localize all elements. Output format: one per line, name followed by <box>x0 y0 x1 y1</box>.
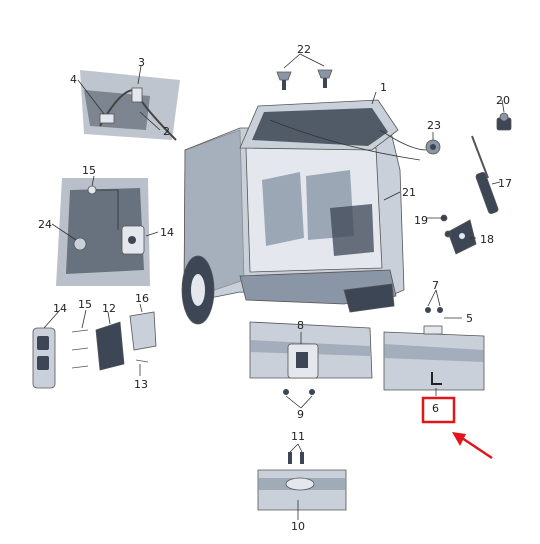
callout-14-striker: 14 <box>53 302 67 315</box>
panel-handle-10 <box>257 452 347 511</box>
highlight-box <box>421 396 456 424</box>
car-body <box>181 127 405 325</box>
hinge-bracket <box>440 214 477 255</box>
callout-16: 16 <box>135 292 149 305</box>
callout-22: 22 <box>297 43 311 56</box>
callout-13: 13 <box>134 378 148 391</box>
callout-18: 18 <box>480 233 494 246</box>
tailgate <box>239 99 399 151</box>
callout-21: 21 <box>402 186 416 199</box>
callout-labels: 1 2 3 4 5 6 7 8 9 10 11 12 13 14 14 15 1… <box>38 43 512 533</box>
callout-7: 7 <box>432 279 439 292</box>
callout-3: 3 <box>138 56 145 69</box>
callout-17: 17 <box>498 177 512 190</box>
panel-striker-5 <box>383 307 485 391</box>
leader-lines <box>43 53 505 520</box>
highlight-arrow-shaft <box>461 436 493 460</box>
bump-stop <box>425 139 441 155</box>
callout-23: 23 <box>427 119 441 132</box>
callout-2: 2 <box>163 125 170 138</box>
callout-15-latch: 15 <box>82 164 96 177</box>
callout-10: 10 <box>291 520 305 533</box>
callout-14-latch: 14 <box>160 226 174 239</box>
callout-4: 4 <box>70 73 77 86</box>
highlight-marker <box>421 396 493 460</box>
callout-19: 19 <box>414 214 428 227</box>
callout-11: 11 <box>291 430 305 443</box>
inset-cable <box>80 70 180 141</box>
callout-9: 9 <box>297 408 304 421</box>
callout-20: 20 <box>496 94 510 107</box>
gas-strut <box>471 135 499 214</box>
callout-15-striker: 15 <box>78 298 92 311</box>
striker-parts <box>32 311 157 389</box>
inset-latch-pillar <box>56 178 150 286</box>
callout-1: 1 <box>380 81 387 94</box>
callout-8: 8 <box>297 319 304 332</box>
trim-clips <box>276 69 333 90</box>
callout-12: 12 <box>102 302 116 315</box>
callout-24: 24 <box>38 218 52 231</box>
panel-lock-8 <box>249 321 373 395</box>
callout-5: 5 <box>466 312 473 325</box>
highlight-arrow-head <box>452 432 466 446</box>
callout-6: 6 <box>432 402 439 415</box>
ball-stud <box>496 112 512 131</box>
